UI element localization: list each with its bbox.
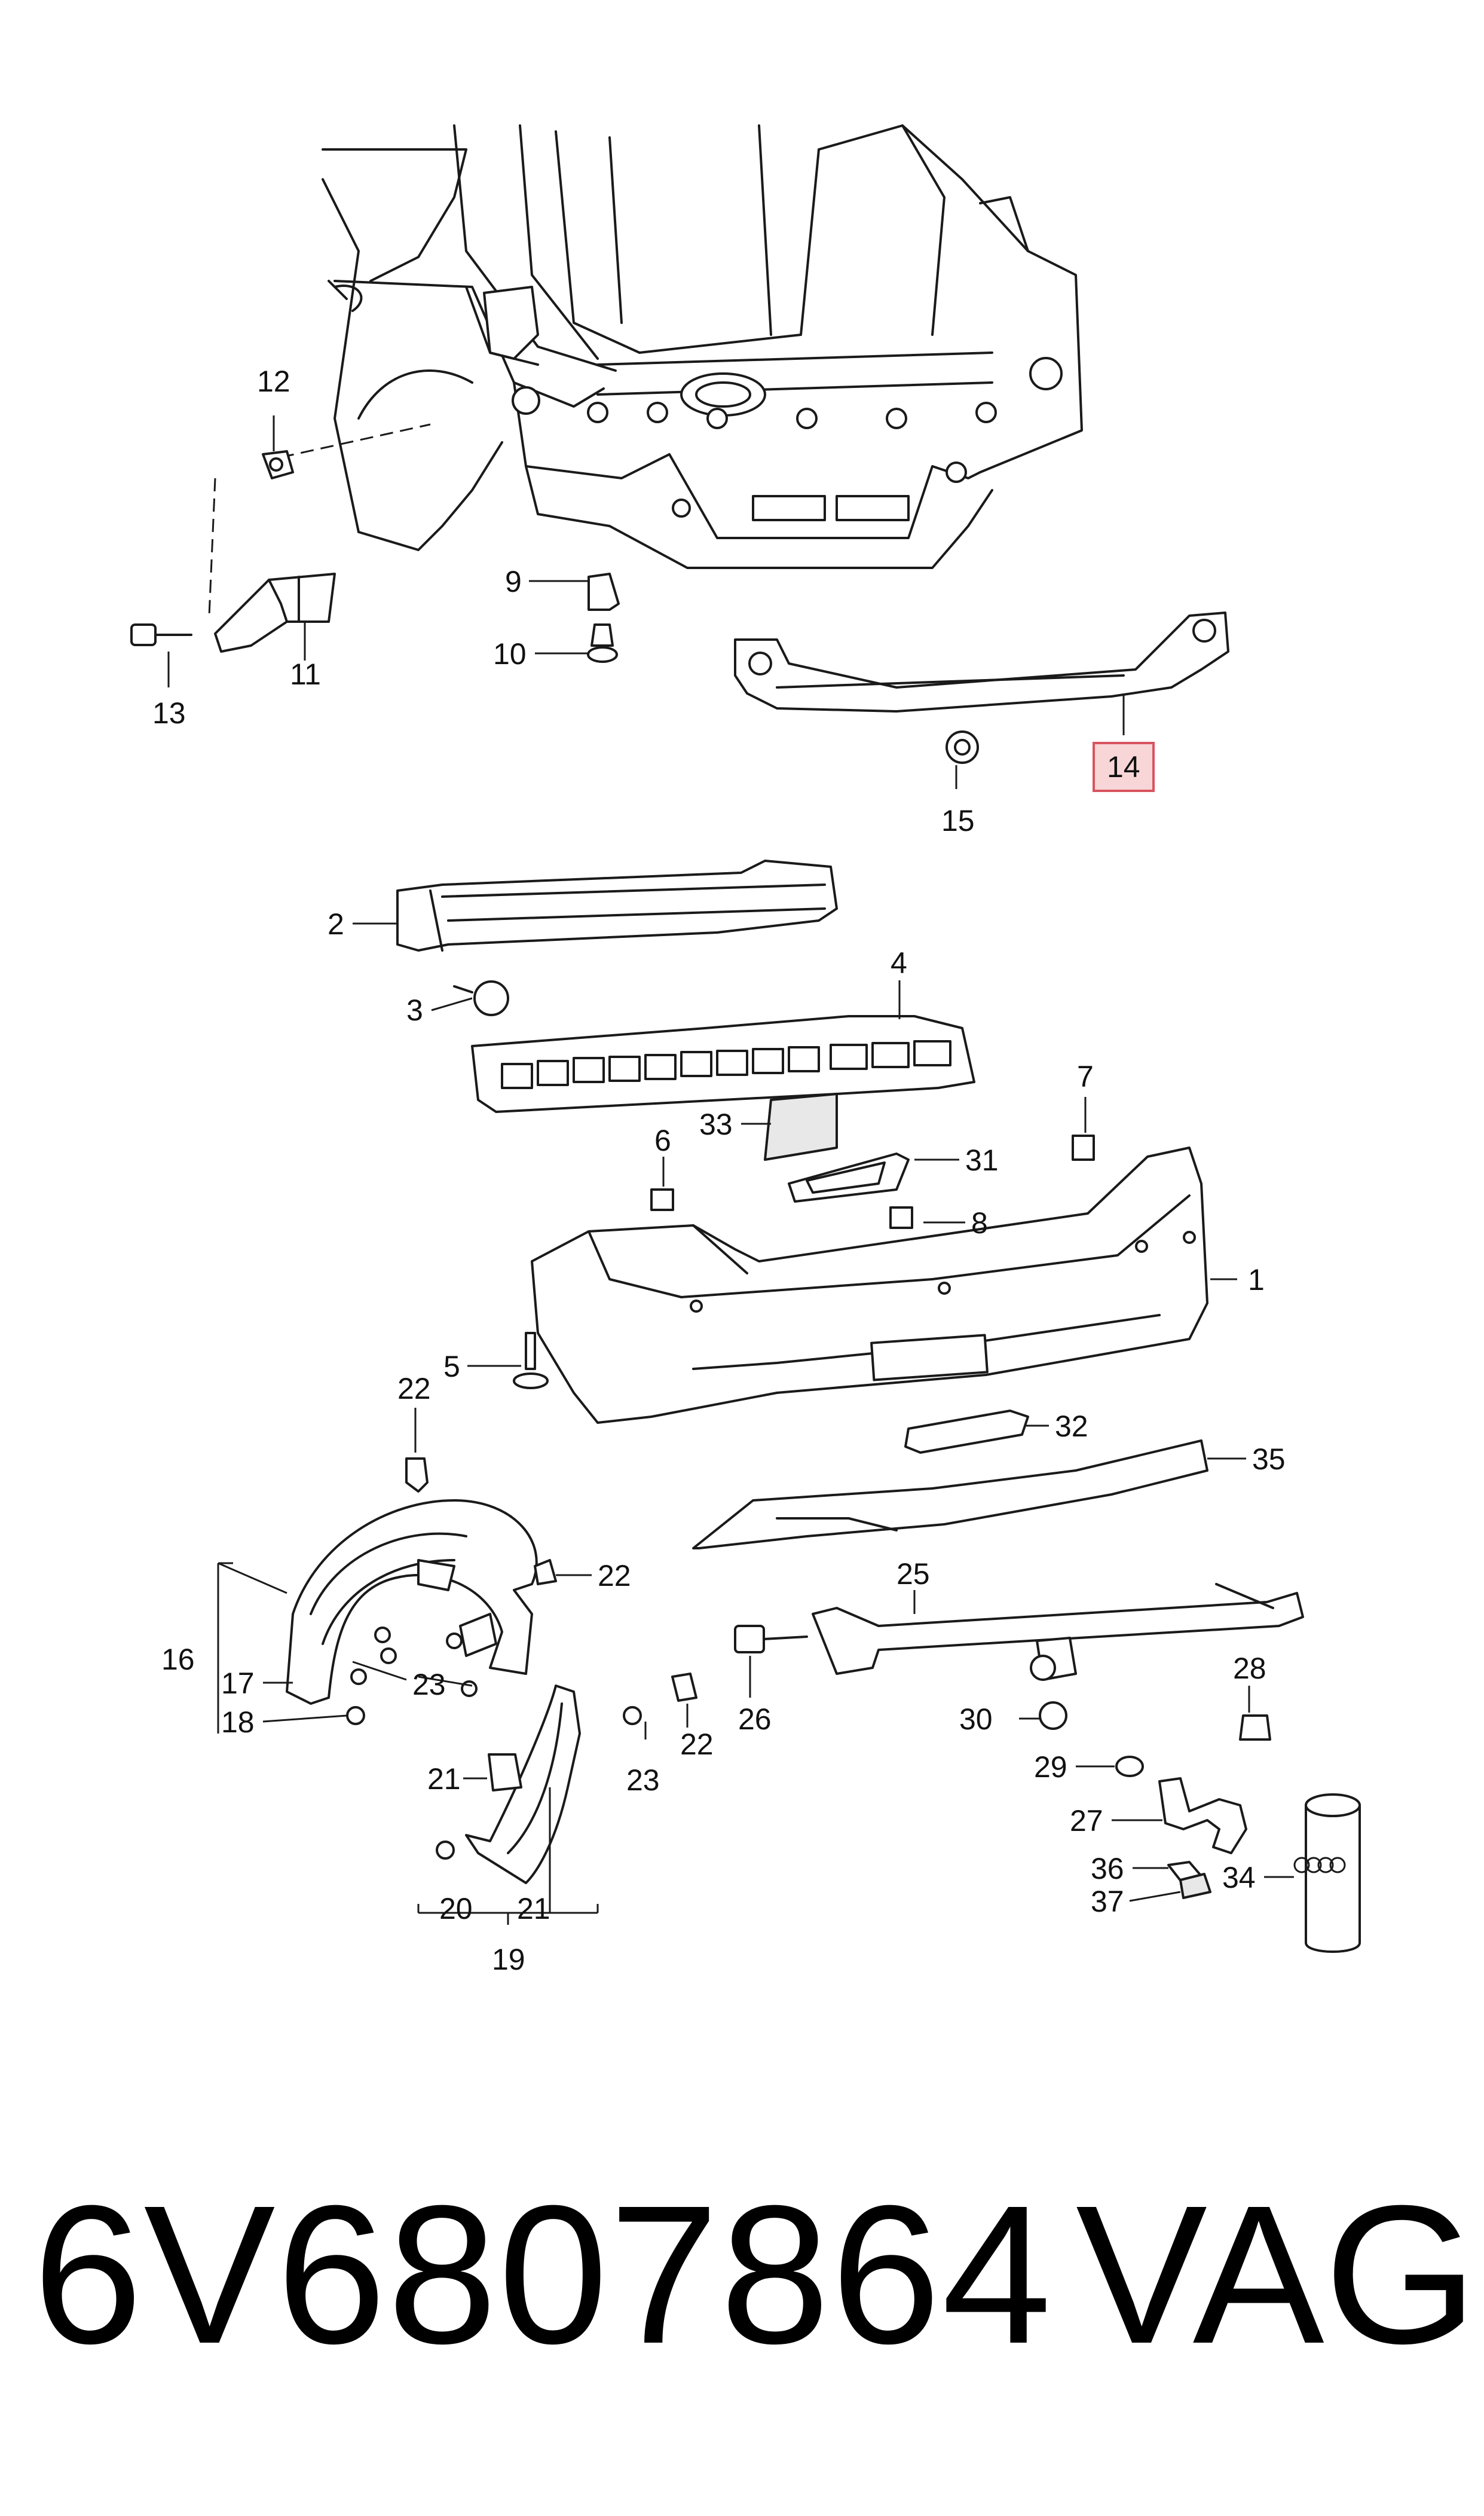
callout-33: 33 xyxy=(699,1108,733,1141)
part-19-mud-flap xyxy=(465,1685,581,1884)
callout-6: 6 xyxy=(654,1124,671,1157)
callout-7: 7 xyxy=(1077,1060,1094,1093)
callout-19: 19 xyxy=(492,1943,525,1976)
callout-22: 22 xyxy=(680,1728,714,1761)
callout-9: 9 xyxy=(505,565,522,598)
part-14-cross-member xyxy=(734,612,1229,713)
callout-17: 17 xyxy=(221,1667,255,1700)
callout-26: 26 xyxy=(738,1702,772,1736)
callout-1: 1 xyxy=(1248,1263,1265,1297)
callout-20: 20 xyxy=(439,1892,473,1925)
part-30-ring xyxy=(1039,1701,1067,1730)
callout-32: 32 xyxy=(1055,1410,1088,1443)
part-35-diffuser xyxy=(692,1439,1208,1549)
callout-13: 13 xyxy=(152,696,186,730)
mounting-line xyxy=(280,423,431,458)
callout-37: 37 xyxy=(1091,1885,1124,1918)
part-22-clip xyxy=(405,1457,429,1493)
part-3-bolt xyxy=(453,980,509,1016)
callout-22: 22 xyxy=(397,1372,431,1405)
part-29-nut xyxy=(1115,1756,1144,1777)
callout-labels: 1 2 3 4 5 6 7 8 9 10 11 12 13 14 15 16 1… xyxy=(152,365,1286,1976)
brand-caption: VAG xyxy=(1076,2164,1478,2384)
part-23-screw-group xyxy=(350,1627,478,1697)
callout-23: 23 xyxy=(412,1668,446,1701)
callout-11: 11 xyxy=(290,658,321,691)
callout-12: 12 xyxy=(257,365,290,398)
part-32-cover xyxy=(904,1410,1029,1454)
part-34-can xyxy=(1293,1793,1361,1953)
callout-31: 31 xyxy=(965,1144,999,1177)
callout-15: 15 xyxy=(941,804,975,837)
callout-18: 18 xyxy=(221,1705,255,1739)
part-10-screw xyxy=(587,623,618,663)
part-7-clip xyxy=(1072,1135,1095,1161)
callout-21: 21 xyxy=(427,1762,461,1796)
part-12-clip xyxy=(262,450,294,479)
callout-35: 35 xyxy=(1252,1442,1286,1476)
callout-29: 29 xyxy=(1034,1750,1067,1784)
callout-34: 34 xyxy=(1222,1861,1256,1894)
callout-22: 22 xyxy=(598,1559,631,1592)
part-1-bumper-cover xyxy=(531,1147,1208,1424)
callout-16: 16 xyxy=(161,1643,195,1676)
part-16-wheel-liner xyxy=(286,1499,538,1705)
callout-3: 3 xyxy=(406,993,423,1027)
part-20-screw xyxy=(436,1841,455,1860)
part-13-screw xyxy=(130,623,192,646)
part-4-energy-absorber xyxy=(471,1015,975,1113)
part-11-bracket xyxy=(214,573,336,653)
part-27-tow-hook xyxy=(1158,1777,1247,1854)
mounting-line xyxy=(208,478,216,616)
part-6-nut xyxy=(650,1188,674,1211)
part-22-clip xyxy=(534,1559,557,1585)
part-18-screw xyxy=(346,1706,365,1725)
callout-36: 36 xyxy=(1091,1852,1124,1885)
part-8-nut xyxy=(889,1206,913,1229)
part-26-bolt xyxy=(734,1625,808,1653)
part-number-caption: 6V6807864 xyxy=(33,2164,1053,2384)
part-33-pad xyxy=(764,1093,838,1161)
part-37-cap xyxy=(1179,1873,1211,1899)
callout-5: 5 xyxy=(443,1350,460,1383)
part-5-screw xyxy=(513,1332,549,1389)
callout-14: 14 xyxy=(1107,750,1140,784)
leader-lines xyxy=(167,415,1294,1925)
callout-27: 27 xyxy=(1070,1804,1103,1838)
part-9-clip xyxy=(588,573,620,611)
part-2-reinforcement-bar xyxy=(396,860,838,952)
part-15-nut xyxy=(946,730,979,764)
part-25-tow-bracket xyxy=(812,1583,1304,1681)
callout-23: 23 xyxy=(626,1763,660,1797)
part-28-cap xyxy=(1239,1714,1271,1741)
callout-25: 25 xyxy=(896,1557,930,1591)
part-21-bracket xyxy=(488,1753,522,1792)
highlight-box-14 xyxy=(1093,742,1155,792)
part-22-clip xyxy=(671,1673,697,1702)
callout-2: 2 xyxy=(328,907,344,941)
part-23-screw xyxy=(623,1706,642,1725)
callout-21: 21 xyxy=(517,1892,550,1925)
callout-28: 28 xyxy=(1233,1652,1266,1685)
callout-30: 30 xyxy=(959,1702,993,1736)
callout-8: 8 xyxy=(971,1206,988,1240)
part-31-frame xyxy=(788,1152,910,1203)
car-body-rear-illustration xyxy=(322,124,1083,569)
callout-10: 10 xyxy=(493,637,527,671)
callout-4: 4 xyxy=(891,946,907,980)
